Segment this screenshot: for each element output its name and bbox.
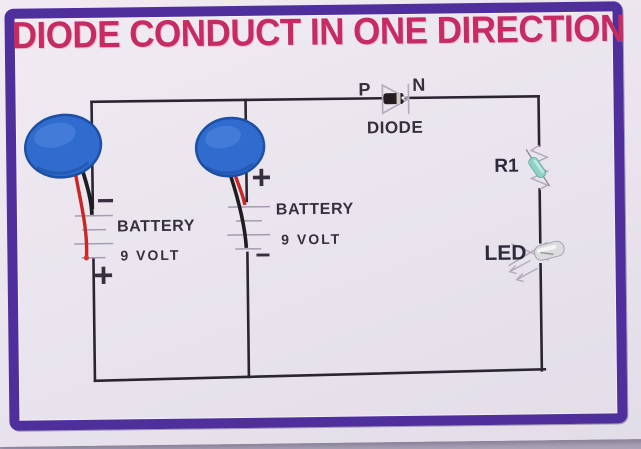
diode-glint	[401, 96, 405, 100]
circuit-wires	[90, 95, 547, 383]
resistor-label: R1	[494, 155, 519, 177]
led-label: LED	[484, 241, 527, 266]
wire-top	[90, 95, 540, 104]
diode-symbol	[381, 83, 411, 115]
battery-middle-label: BATTERY	[275, 200, 354, 219]
battery-left-plus-sign: +	[93, 256, 114, 295]
battery-middle-lead-black	[228, 174, 249, 249]
led-symbol	[508, 240, 565, 283]
battery-left-label: BATTERY	[116, 217, 196, 236]
battery-left-cells	[74, 214, 114, 259]
battery-middle-minus-sign: −	[255, 239, 271, 270]
battery-left-lead-black	[80, 169, 94, 215]
battery-left-lead-red	[73, 172, 89, 258]
led-highlight	[536, 244, 557, 253]
battery-middle-photo	[194, 116, 266, 249]
battery-middle-cells	[227, 205, 271, 250]
diode-label: DIODE	[366, 117, 424, 138]
battery-middle-lead-red	[233, 175, 247, 206]
battery-left-lead-red-tip	[83, 255, 90, 261]
led-component	[533, 240, 565, 261]
battery-middle-sheen	[205, 125, 241, 149]
battery-middle-shadow-edge	[205, 162, 255, 175]
diode-band	[396, 93, 401, 105]
resistor-symbol	[525, 144, 551, 190]
diode-n-label: N	[412, 74, 426, 95]
battery-left-photo	[23, 113, 103, 261]
battery-cell-lines	[74, 205, 271, 259]
diode-p-label: P	[358, 79, 371, 100]
led-die	[540, 251, 554, 255]
resistor-component	[528, 156, 547, 178]
wire-bottom	[93, 367, 547, 383]
battery-left-voltage: 9 VOLT	[120, 246, 181, 264]
battery-middle-plus-sign: +	[251, 158, 272, 197]
battery-left-minus-sign: −	[96, 184, 115, 218]
resistor-highlight	[533, 159, 544, 174]
battery-left-sheen	[34, 122, 76, 148]
battery-middle-voltage: 9 VOLT	[281, 230, 342, 248]
led-emission-arrows	[508, 259, 538, 283]
diode-triangle	[381, 83, 411, 115]
wire-right	[537, 95, 544, 372]
battery-left-shadow-edge	[36, 161, 90, 175]
